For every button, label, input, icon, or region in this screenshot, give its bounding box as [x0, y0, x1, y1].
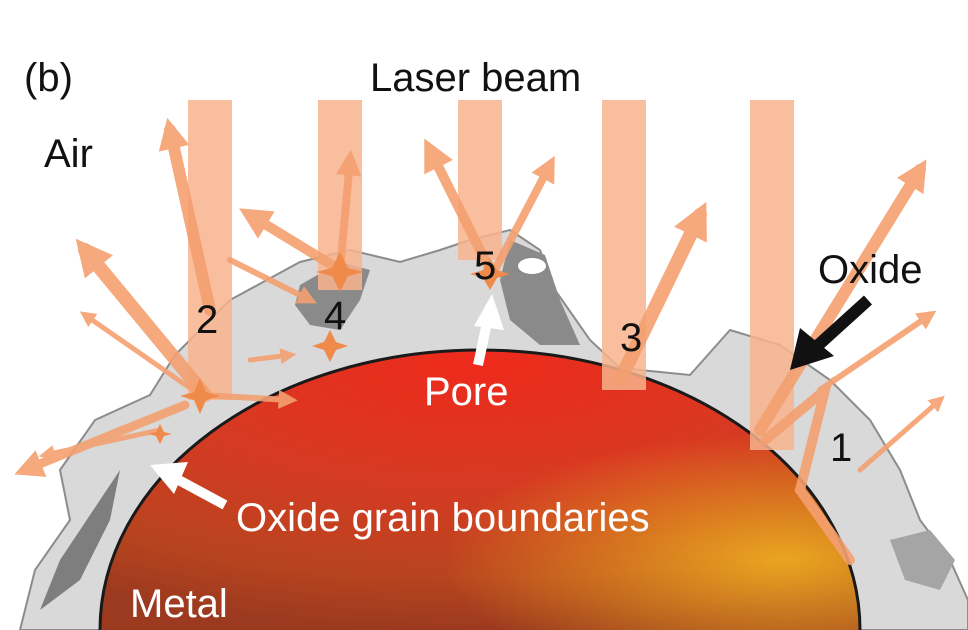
spark-icon	[180, 378, 220, 414]
arrow-icon	[335, 149, 362, 274]
laser-beam-3	[458, 100, 502, 260]
laser-beam-5	[750, 100, 794, 450]
spark-icon	[470, 258, 510, 290]
arrow-icon	[474, 294, 504, 330]
arrow-icon	[613, 201, 707, 387]
arrow-icon	[38, 427, 163, 461]
marker-1: 1	[830, 426, 853, 470]
arrow-icon	[158, 117, 216, 316]
pointer-pore	[473, 294, 504, 367]
marker-3: 3	[620, 316, 643, 360]
oxide-dark-patch-left	[40, 470, 120, 610]
metal-glow	[100, 350, 860, 630]
arrow-icon	[227, 257, 317, 304]
pointer-grain-boundaries	[150, 462, 228, 510]
arrow-icon	[424, 138, 495, 275]
arrow-icon	[150, 462, 188, 494]
marker-5: 5	[474, 244, 497, 288]
arrow-icon	[817, 310, 937, 393]
marker-4: 4	[324, 294, 347, 338]
oxide-label: Oxide	[818, 248, 923, 292]
arrow-icon	[491, 155, 555, 274]
arrow-icon	[79, 311, 203, 398]
air-label: Air	[44, 132, 93, 176]
laser-beam-label: Laser beam	[370, 56, 582, 100]
arrow-icon	[790, 328, 834, 370]
arrow-icon	[857, 395, 945, 473]
spark-icon	[148, 424, 172, 444]
pore-label: Pore	[424, 370, 509, 414]
grain-boundaries-label: Oxide grain boundaries	[236, 496, 650, 540]
pointer-oxide	[790, 295, 873, 370]
marker-2: 2	[196, 298, 219, 342]
oxide-dark-patch-right	[890, 530, 955, 590]
panel-label: (b)	[24, 56, 73, 100]
arrow-icon	[75, 238, 212, 402]
arrow-icon	[760, 376, 855, 565]
scatter-sparks	[148, 252, 510, 444]
arrow-icon	[247, 348, 297, 365]
spark-icon	[312, 330, 348, 362]
spark-icon	[316, 252, 364, 292]
arrow-icon	[754, 159, 927, 436]
arrow-icon	[239, 208, 345, 275]
pore-void	[518, 258, 546, 274]
metal-label: Metal	[130, 582, 228, 626]
scattered-beams	[14, 117, 945, 565]
